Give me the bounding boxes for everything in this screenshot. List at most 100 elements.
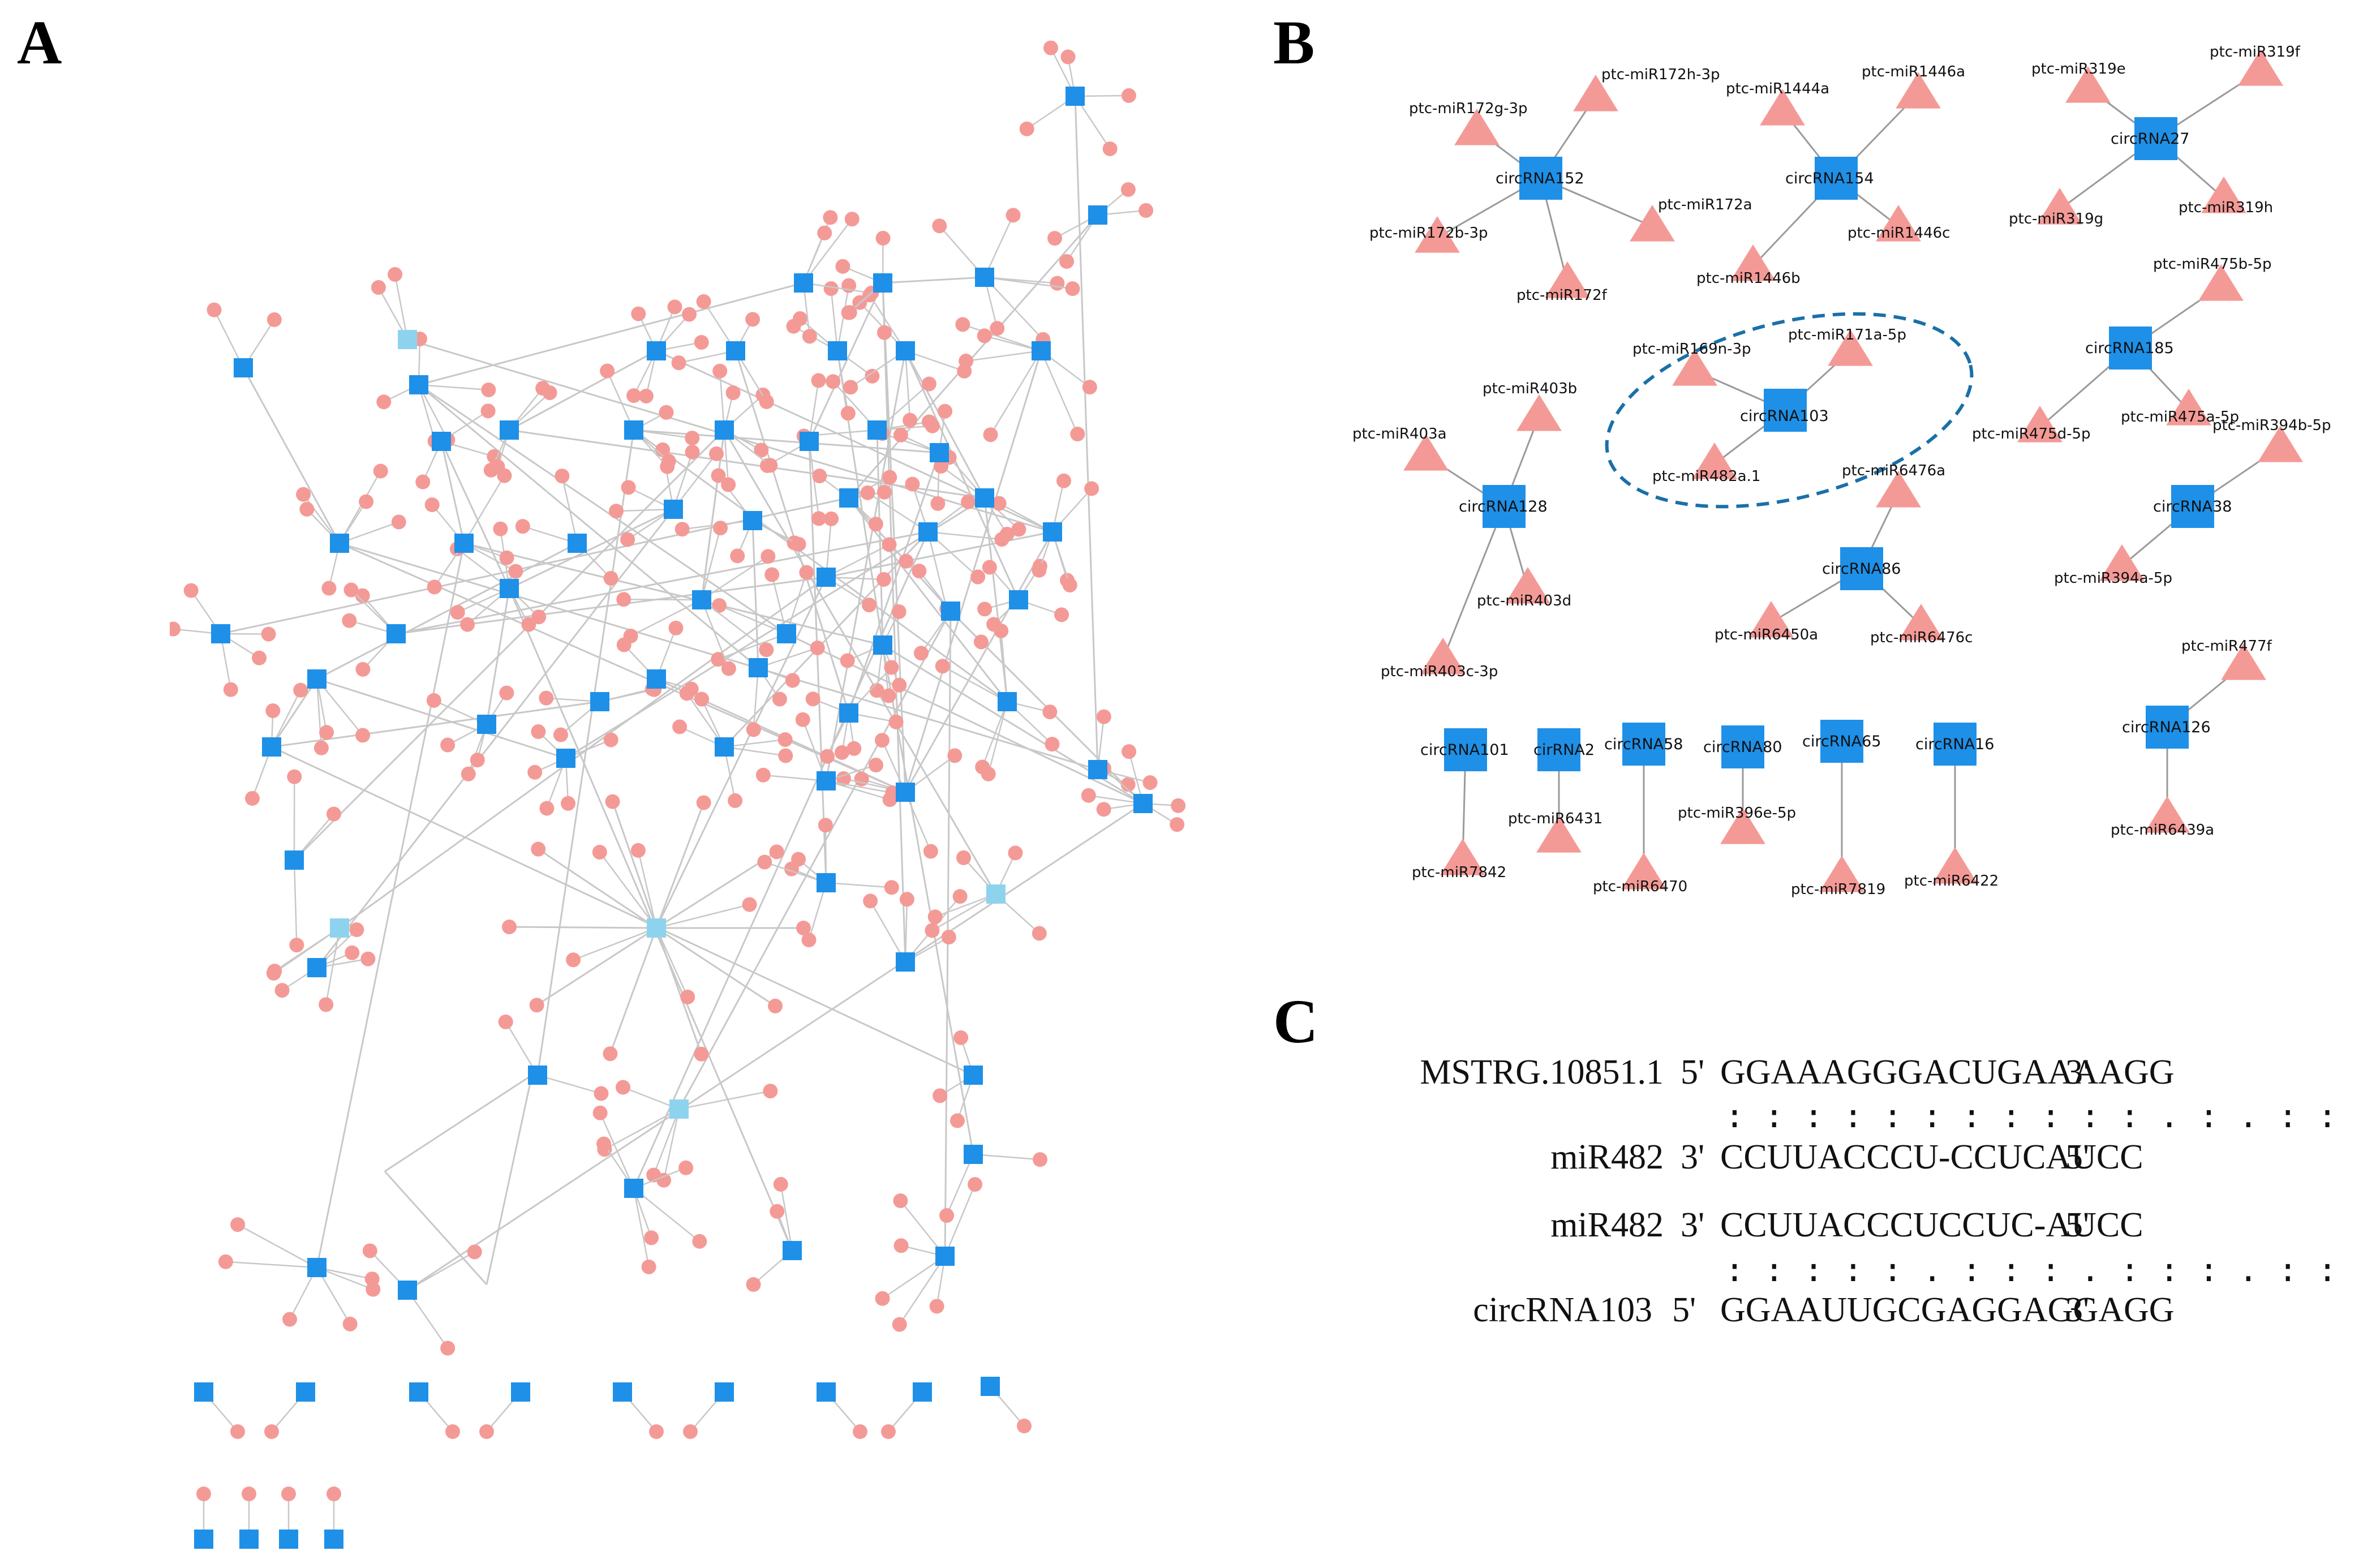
edge [848,497,1008,702]
mirna-triangle [1536,816,1582,853]
mirna-node [531,841,546,857]
edge [931,893,996,931]
mirna-label: ptc-miR6439a [2111,822,2214,839]
mirna-node [754,443,769,458]
circrna-node [981,1377,1000,1396]
mirna-label: ptc-miR394b-5p [2212,417,2331,434]
edge [785,572,807,634]
circrna-node [964,1145,983,1164]
edge [406,1290,449,1349]
mirna-triangle [1760,89,1805,126]
mirna-node [566,952,581,968]
mirna-node [777,732,793,748]
mirna-triangle [2258,426,2303,462]
circrna-label: circRNA103 [1740,407,1829,425]
mirna-label: ptc-miR6470 [1593,878,1687,895]
panel-label-b: B [1273,8,1315,77]
edge [440,441,465,544]
mirna-node [746,1277,761,1292]
edge [723,531,929,748]
edge [904,350,1020,600]
edge [1442,506,1505,660]
circrna-label: cirRNA2 [1533,741,1595,759]
mirna-label: ptc-miR171a-5p [1788,327,1906,343]
circrna-node [409,1382,428,1402]
mirna-node [977,602,993,617]
mirna-node [842,305,857,320]
circrna-node [647,669,666,689]
mirna-node [467,1244,482,1260]
sequence-end5: 5' [1681,1053,1705,1092]
mirna-node [977,328,992,343]
mirna-node [1065,281,1080,297]
mirna-node [603,732,618,748]
edge [719,604,787,635]
edge [882,645,974,1155]
mirna-node [860,485,875,500]
mirna-node [810,640,825,655]
edge [407,1251,475,1291]
edge [962,324,1042,352]
edge [274,927,340,972]
mirna-node [811,511,827,526]
edge [396,531,929,635]
mirna-node [668,620,684,635]
mirna-node [616,592,631,607]
edge [604,1108,680,1150]
circrna-node [817,771,836,791]
mirna-label: ptc-miR477f [2181,638,2272,655]
edge [270,678,318,748]
mirna-node [973,634,989,650]
mirna-node [319,997,334,1012]
mirna-node [961,494,976,509]
circrna-node [211,624,230,643]
edge [624,599,702,601]
mirna-node [796,921,811,935]
sequence-bases: GGAAAGGGACUGAAAAGG [1720,1053,2175,1092]
mirna-node [778,748,793,763]
mirna-triangle [2099,544,2145,581]
mirna-node [913,646,929,661]
mirna-node [470,753,485,768]
sequence-bases: GGAAUUGCGAGGAGGAGG [1720,1291,2175,1329]
edge [882,276,985,284]
edge [965,350,1042,362]
edge [599,1112,635,1189]
mirna-node [515,519,530,534]
edge [882,1255,946,1299]
edge [990,350,1042,435]
mirna-node [802,329,817,344]
mirna-node [892,677,907,693]
edge [946,1154,974,1216]
mirna-node [955,317,970,332]
edge [656,851,777,929]
mirna-node [364,1271,380,1287]
mirna-triangle [1545,261,1590,298]
mirna-node [679,686,694,701]
mirna-node [694,334,709,350]
mirna-node [938,403,953,419]
mirna-node [355,661,371,677]
panel-label-a: A [17,8,62,77]
mirna-triangle [2201,177,2246,213]
mirna-node [1019,121,1034,136]
mirna-node [1120,777,1136,792]
mirna-node [712,598,727,613]
circrna-label: circRNA65 [1802,733,1881,750]
circrna-node [839,703,858,723]
mirna-node [376,394,392,410]
circrna-node [828,341,847,360]
mirna-node [844,212,860,227]
circrna-node [1043,522,1062,542]
mirna-node [712,363,728,379]
circrna-node [941,602,960,621]
mirna-node [529,998,544,1013]
circrna-node [477,715,496,734]
mirna-label: ptc-miR403d [1477,592,1571,609]
circrna-node [715,737,734,757]
edge [1000,630,1008,702]
mirna-node [823,210,838,225]
sequence-name: miR482 [1550,1138,1664,1176]
mirna-node [869,758,884,773]
